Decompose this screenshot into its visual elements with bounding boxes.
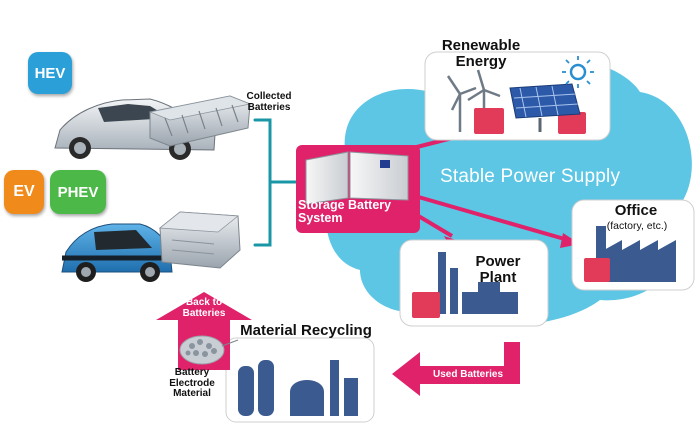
collected-batteries-connector bbox=[253, 118, 298, 247]
hev-battery-pack-image bbox=[148, 95, 252, 147]
battery-electrode-material-label: Battery Electrode Material bbox=[169, 367, 215, 399]
power-plant-label: Power Plant bbox=[475, 253, 521, 286]
stable-power-supply-label: Stable Power Supply bbox=[440, 166, 621, 187]
factory-icon bbox=[596, 226, 676, 282]
used-batteries-label: Used Batteries bbox=[432, 369, 504, 380]
office-red-building-icon bbox=[584, 258, 610, 282]
office-sub-label: (factory, etc.) bbox=[606, 220, 668, 232]
phev-badge: PHEV bbox=[50, 170, 106, 214]
renewable-energy-card bbox=[424, 51, 611, 141]
renewable-energy-label: Renewable Energy bbox=[441, 37, 521, 70]
solar-panel-icon bbox=[509, 83, 581, 132]
power-plant-card bbox=[399, 239, 549, 327]
electrode-material-image bbox=[179, 335, 239, 365]
storage-battery-system-label: Storage Battery System bbox=[298, 198, 392, 226]
material-recycling-card bbox=[225, 337, 375, 423]
ev-battery-pack-image bbox=[158, 211, 241, 269]
office-card bbox=[571, 199, 695, 291]
office-label: Office bbox=[614, 202, 658, 219]
material-recycling-label: Material Recycling bbox=[240, 322, 372, 339]
sun-icon bbox=[562, 56, 594, 88]
collected-batteries-label: Collected Batteries bbox=[246, 91, 292, 113]
storage-battery-system-box bbox=[296, 145, 420, 233]
power-plant-icon bbox=[438, 252, 518, 314]
power-plant-red-building-icon bbox=[412, 292, 440, 318]
ev-car-image bbox=[61, 223, 173, 282]
hev-badge: HEV bbox=[28, 52, 72, 94]
back-to-batteries-label: Back to Batteries bbox=[182, 297, 226, 319]
used-batteries-arrow bbox=[392, 342, 520, 396]
recycling-plant-icon bbox=[238, 360, 358, 416]
ev-badge: EV bbox=[4, 170, 44, 214]
red-building-icon bbox=[474, 108, 586, 134]
